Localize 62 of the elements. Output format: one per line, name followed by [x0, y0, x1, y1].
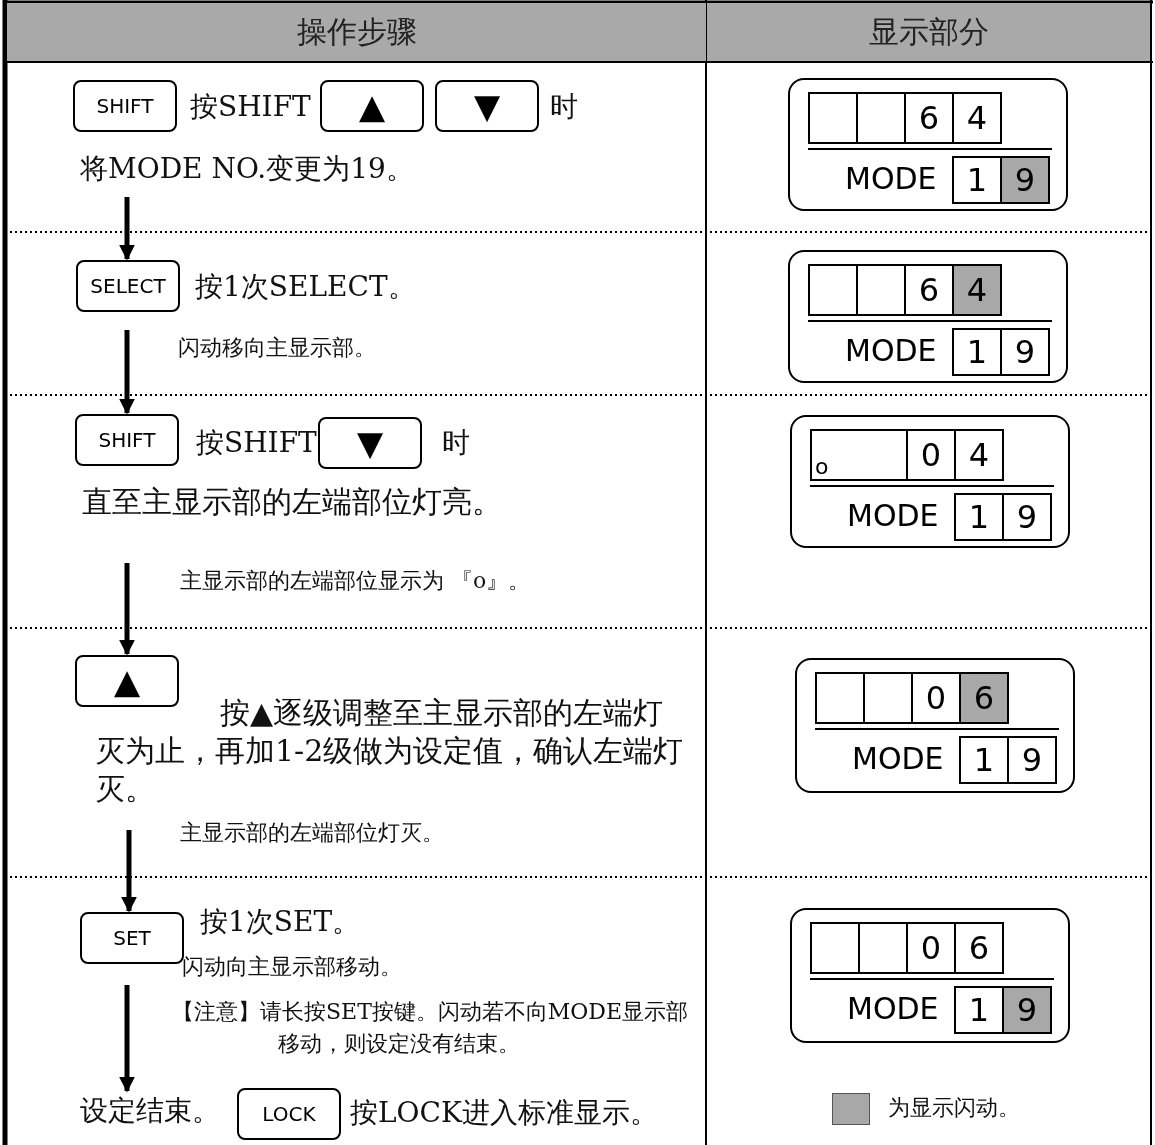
display-panel — [790, 908, 1070, 1043]
key-button: LOCK — [237, 1088, 341, 1140]
digit-cell: 0 — [906, 922, 956, 974]
step-text: 按1次SELECT。 — [195, 269, 416, 305]
key-button: SHIFT — [73, 80, 177, 132]
arrow — [119, 563, 135, 656]
display-panel — [795, 658, 1075, 793]
digit-cell: 4 — [954, 429, 1004, 481]
digit-cell: 6 — [904, 92, 954, 144]
step-text: 主显示部的左端部位灯灭。 — [180, 819, 444, 847]
step-text: 闪动向主显示部移动。 — [182, 953, 402, 981]
digit-cell: 9 — [1000, 328, 1050, 376]
digit-cell: 4 — [952, 264, 1002, 316]
step-text: 时 — [550, 89, 578, 125]
display-panel — [788, 250, 1068, 383]
display-panel — [788, 78, 1068, 211]
step-text: 【注意】请长按SET按键。闪动若不向MODE显示部移动，则设定没有结束。 — [172, 998, 690, 1058]
key-button: ▼ — [318, 417, 422, 469]
key-button: SHIFT — [75, 414, 179, 466]
mode-label: MODE — [847, 991, 939, 1026]
header-cell: 显示部分 — [707, 3, 1150, 61]
step-text: 按SHIFT — [190, 89, 311, 125]
display-panel — [790, 415, 1070, 548]
digit-cell: 6 — [959, 672, 1009, 724]
mode-label: MODE — [845, 161, 937, 196]
mode-label: MODE — [847, 498, 939, 533]
step-text: 主显示部的左端部位显示为 『o』。 — [180, 567, 531, 595]
digit-cell: 1 — [959, 736, 1009, 784]
arrow — [119, 197, 135, 261]
digit-cell: 0 — [906, 429, 956, 481]
mode-label: MODE — [845, 333, 937, 368]
key-button: ▲ — [320, 80, 424, 132]
legend-text: 为显示闪动。 — [888, 1094, 1020, 1122]
step-text: 直至主显示部的左端部位灯亮。 — [82, 483, 502, 521]
digit-cell: 9 — [1002, 493, 1052, 541]
step-text: 按1次SET。 — [200, 904, 361, 940]
digit-cell: 9 — [1002, 986, 1052, 1034]
arrow — [119, 330, 135, 415]
step-text: 按SHIFT — [196, 425, 317, 461]
step-text: 按LOCK进入标准显示。 — [350, 1095, 658, 1131]
digit-cell: 4 — [952, 92, 1002, 144]
digit-cell: 1 — [954, 986, 1004, 1034]
step-text: 设定结束。 — [80, 1092, 220, 1130]
digit-cell: 6 — [954, 922, 1004, 974]
key-button: SELECT — [76, 260, 180, 312]
header-cell: 操作步骤 — [7, 3, 706, 61]
key-button: SET — [80, 912, 184, 964]
digit-cell: o — [810, 429, 908, 481]
digit-cell: 9 — [1007, 736, 1057, 784]
mode-label: MODE — [852, 741, 944, 776]
arrow — [119, 985, 135, 1093]
step-text: 闪动移向主显示部。 — [178, 334, 376, 362]
key-button: ▼ — [435, 80, 539, 132]
digit-cell: 0 — [911, 672, 961, 724]
digit-cell: 6 — [904, 264, 954, 316]
step-text: 将MODE NO.变更为19。 — [80, 151, 414, 187]
digit-cell: 1 — [952, 328, 1002, 376]
digit-cell: 1 — [954, 493, 1004, 541]
digit-cell: 1 — [952, 156, 1002, 204]
step-text: 时 — [442, 425, 470, 461]
digit-cell: 9 — [1000, 156, 1050, 204]
arrow — [121, 830, 137, 913]
